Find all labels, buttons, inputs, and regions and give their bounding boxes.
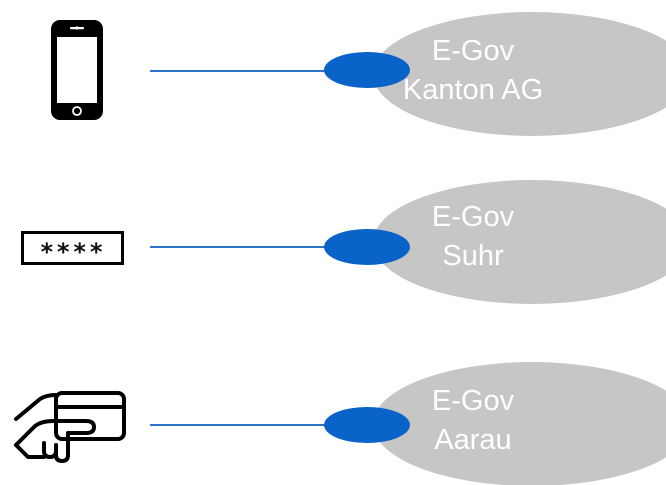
connector-endpoint-kanton-ag <box>324 52 410 88</box>
connector-endpoint-aarau <box>324 407 410 443</box>
password-mask: **** <box>39 238 106 266</box>
service-label-line1: E-Gov <box>431 201 515 233</box>
password-field-icon: **** <box>21 231 124 266</box>
service-label-line2: Kanton AG <box>402 74 544 106</box>
smartphone-icon <box>51 20 103 120</box>
connector-line-suhr <box>150 246 340 248</box>
connector-endpoint-suhr <box>324 229 410 265</box>
connector-line-kanton-ag <box>150 70 340 72</box>
service-label-suhr: E-Gov Suhr <box>373 198 573 276</box>
service-node-kanton-ag <box>373 12 666 136</box>
connector-line-aarau <box>150 424 340 426</box>
service-label-kanton-ag: E-Gov Kanton AG <box>373 32 573 110</box>
service-label-line1: E-Gov <box>431 385 515 417</box>
service-label-line1: E-Gov <box>431 35 515 67</box>
card-in-hand-icon <box>14 391 126 463</box>
service-node-suhr <box>373 180 666 304</box>
service-node-aarau <box>373 362 666 485</box>
service-label-line2: Suhr <box>442 240 504 272</box>
service-label-aarau: E-Gov Aarau <box>373 382 573 460</box>
service-label-line2: Aarau <box>434 424 512 456</box>
